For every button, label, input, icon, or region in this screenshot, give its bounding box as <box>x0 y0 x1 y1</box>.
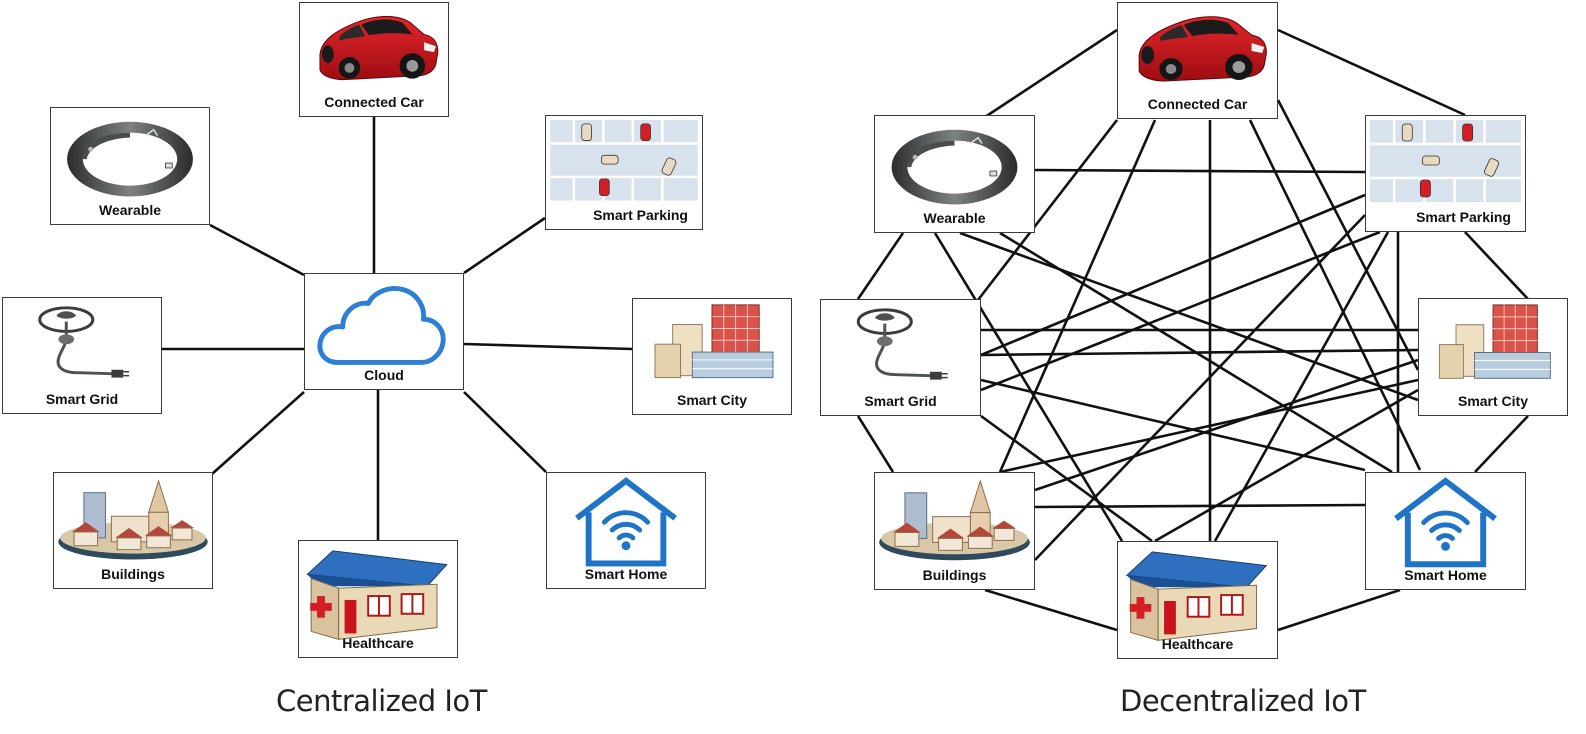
node-smart-parking: Smart Parking <box>545 115 703 230</box>
node-label: Smart Home <box>1404 567 1487 583</box>
connection-line <box>209 223 305 277</box>
connection-line <box>1277 28 1466 117</box>
node-smart-grid: Smart Grid <box>820 299 981 416</box>
connection-line <box>984 28 1118 119</box>
node-label: Wearable <box>923 210 986 226</box>
centralized-caption: Centralized IoT <box>276 684 487 718</box>
connection-line <box>984 588 1118 632</box>
node-buildings: Buildings <box>874 472 1035 590</box>
connection-line <box>856 232 905 300</box>
node-label: Smart Home <box>584 566 668 582</box>
node-label: Buildings <box>922 567 987 583</box>
connection-line <box>856 415 895 473</box>
connection-line <box>1276 99 1420 371</box>
node-healthcare: Healthcare <box>298 540 458 658</box>
connection-line <box>1154 388 1419 543</box>
node-smart-parking: Smart Parking <box>1365 115 1526 232</box>
connection-line <box>980 230 1381 392</box>
connection-line <box>211 391 305 475</box>
connection-line <box>1248 119 1422 471</box>
node-healthcare: Healthcare <box>1117 541 1278 659</box>
node-wearable: Wearable <box>874 115 1035 233</box>
connection-line <box>1277 588 1401 632</box>
connection-line <box>999 378 1419 474</box>
connection-line <box>1213 231 1390 542</box>
connection-line <box>980 348 1419 357</box>
connection-line <box>933 232 1124 542</box>
node-cloud-hub: Cloud <box>304 273 464 390</box>
node-smart-city: Smart City <box>1418 298 1568 416</box>
node-label: Smart City <box>1457 393 1529 409</box>
node-label: Buildings <box>101 566 165 582</box>
node-label: Smart Grid <box>45 391 119 407</box>
connection-line <box>1034 214 1366 561</box>
node-label: Healthcare <box>342 635 414 651</box>
connection-line <box>1034 168 1366 174</box>
connection-line <box>1464 231 1529 300</box>
node-label: Smart Grid <box>864 393 937 409</box>
node-label: Smart Parking <box>1416 209 1511 225</box>
connection-line <box>463 216 546 275</box>
connection-line <box>976 119 1119 301</box>
node-wearable: Wearable <box>50 107 210 225</box>
connection-line <box>959 231 1419 402</box>
node-label: Smart Parking <box>593 207 688 223</box>
node-label: Connected Car <box>324 94 424 110</box>
decentralized-caption: Decentralized IoT <box>1120 684 1366 718</box>
node-label: Connected Car <box>1147 96 1248 112</box>
connection-line <box>1034 358 1419 492</box>
node-smart-city: Smart City <box>632 298 792 415</box>
connection-line <box>1474 415 1529 473</box>
connection-line <box>980 378 1366 472</box>
connection-line <box>1034 503 1366 509</box>
node-smart-home: Smart Home <box>546 472 706 589</box>
node-label: Wearable <box>99 202 161 218</box>
node-buildings: Buildings <box>53 472 213 589</box>
connection-line <box>463 342 633 351</box>
node-smart-home: Smart Home <box>1365 472 1526 590</box>
hub-label: Cloud <box>364 367 404 383</box>
node-connected-car: Connected Car <box>1117 2 1278 119</box>
connection-line <box>463 391 547 473</box>
node-label: Healthcare <box>1161 636 1234 652</box>
connection-line <box>998 119 1157 473</box>
connection-line <box>980 193 1366 357</box>
node-label: Smart City <box>676 392 748 408</box>
node-connected-car: Connected Car <box>299 2 449 117</box>
node-smart-grid: Smart Grid <box>2 297 162 414</box>
